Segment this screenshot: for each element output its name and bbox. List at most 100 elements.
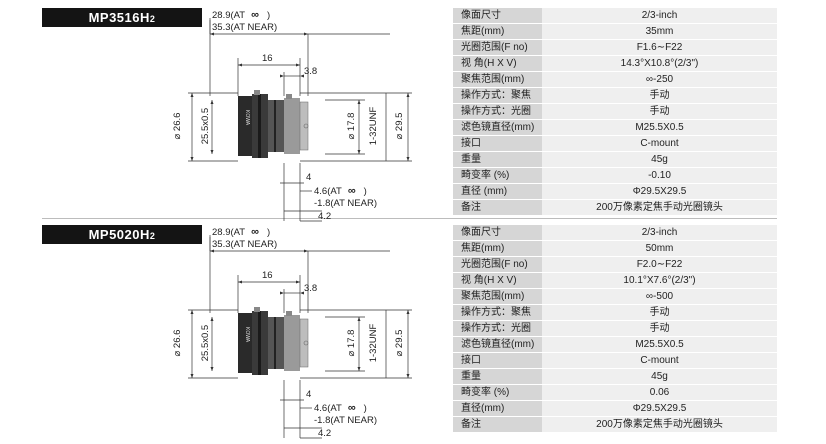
dimension-d38: 3.8 [304,66,317,77]
spec-label: 接口 [453,352,542,369]
spec-row: 畸变率 (%)-0.10 [453,167,777,184]
spec-value: M25.5X0.5 [542,119,777,136]
spec-value: C-mount [542,135,777,152]
spec-row: 直径 (mm)Φ29.5X29.5 [453,183,777,200]
dimension-d46-far: 4.6(AT [314,403,342,414]
dimension-d4: 4 [306,172,311,183]
spec-row: 操作方式：光圈手动 [453,320,777,337]
spec-value: 手动 [542,87,777,104]
dimension-d42: 4.2 [318,211,331,222]
spec-label: 直径 (mm) [453,183,542,200]
spec-row: 滤色镜直径(mm)M25.5X0.5 [453,119,777,136]
spec-label: 视 角(H X V) [453,55,542,72]
spec-label: 聚焦范围(mm) [453,71,542,88]
spec-value: 50mm [542,240,777,257]
spec-value: 45g [542,151,777,168]
spec-row: 焦距(mm)35mm [453,23,777,40]
dimension-d178: 17.8 [346,330,357,349]
spec-label: 操作方式：光圈 [453,320,542,337]
spec-row: 操作方式：聚焦手动 [453,304,777,321]
dimension-d46-sym: ∞ [348,402,356,414]
spec-value: 手动 [542,320,777,337]
spec-row: 视 角(H X V)10.1°X7.6°(2/3") [453,272,777,289]
spec-value: F2.0∼F22 [542,256,777,273]
spec-label: 像面尺寸 [453,8,542,24]
spec-value: -0.10 [542,167,777,184]
svg-text:4.6(AT∞): 4.6(AT ∞) [314,402,367,414]
spec-label: 光圈范围(F no) [453,256,542,273]
model-label: MP3516H2 [42,8,202,27]
spec-row: 光圈范围(F no)F1.6∼F22 [453,39,777,56]
dimension-overall-far-end: ) [267,227,270,238]
dimension-d266: 26.6 [172,330,183,349]
dimension-d18-near: -1.8(AT NEAR) [314,415,377,426]
spec-label: 滤色镜直径(mm) [453,336,542,353]
spec-value: 0.06 [542,384,777,401]
spec-row: 聚焦范围(mm)∞-250 [453,71,777,88]
dimension-d38: 3.8 [304,283,317,294]
spec-label: 直径(mm) [453,400,542,417]
svg-text:28.9(AT∞): 28.9(AT∞) [212,226,270,238]
spec-label: 操作方式：聚焦 [453,304,542,321]
svg-text:⌀ 26.6: ⌀ 26.6 [172,113,183,140]
dimension-d46-end: ) [364,403,367,414]
spec-value: 200万像素定焦手动光圈镜头 [542,416,777,433]
svg-text:⌀ 17.8: ⌀ 17.8 [346,113,357,140]
spec-value: 45g [542,368,777,385]
spec-row: 聚焦范围(mm)∞-500 [453,288,777,305]
dimension-unf: 1-32UNF [368,107,379,146]
spec-row: 焦距(mm)50mm [453,240,777,257]
dimension-d46-far: 4.6(AT [314,186,342,197]
dimension-d255: 25.5x0.5 [200,108,211,144]
dimension-d46-end: ) [364,186,367,197]
section-divider [42,218,777,219]
dimension-d178: 17.8 [346,113,357,132]
svg-text:⌀ 29.5: ⌀ 29.5 [394,113,405,140]
spec-label: 操作方式：光圈 [453,103,542,120]
spec-label: 像面尺寸 [453,225,542,241]
spec-value: 手动 [542,103,777,120]
spec-label: 操作方式：聚焦 [453,87,542,104]
dimension-brand: KOWA [244,110,250,126]
lens-body: KOWA [238,90,309,158]
spec-label: 焦距(mm) [453,23,542,40]
spec-value: M25.5X0.5 [542,336,777,353]
dimension-d4: 4 [306,389,311,400]
spec-label: 重量 [453,368,542,385]
spec-row: 操作方式：聚焦手动 [453,87,777,104]
spec-label: 重量 [453,151,542,168]
spec-value: 10.1°X7.6°(2/3") [542,272,777,289]
spec-label: 滤色镜直径(mm) [453,119,542,136]
svg-text:28.9(AT∞): 28.9(AT∞) [212,9,270,21]
dimension-overall-near: 35.3(AT NEAR) [212,239,277,250]
dimension-overall-far-sym: ∞ [251,9,259,21]
dimension-d16: 16 [262,53,273,64]
spec-label: 备注 [453,416,542,433]
spec-label: 备注 [453,199,542,216]
svg-text:⌀ 29.5: ⌀ 29.5 [394,330,405,357]
model-label: MP5020H2 [42,225,202,244]
spec-label: 焦距(mm) [453,240,542,257]
spec-row: 滤色镜直径(mm)M25.5X0.5 [453,336,777,353]
dimension-d16: 16 [262,270,273,281]
lens-dimension-drawing: KOWA 28.9(AT∞) 35.3(AT NEAR) 16 3.8 ⌀ 26… [172,9,412,222]
spec-label: 畸变率 (%) [453,167,542,184]
spec-row: 光圈范围(F no)F2.0∼F22 [453,256,777,273]
spec-label: 接口 [453,135,542,152]
spec-value: 2/3-inch [542,225,777,241]
spec-row: 畸变率 (%)0.06 [453,384,777,401]
spec-value: ∞-500 [542,288,777,305]
dimension-d295: 29.5 [394,330,405,349]
dimension-overall-far: 28.9(AT [212,10,245,21]
spec-label: 视 角(H X V) [453,272,542,289]
svg-text:4.6(AT∞): 4.6(AT ∞) [314,185,367,197]
lens-body: KOWA [238,307,309,375]
dimension-brand: KOWA [244,327,250,343]
dimension-d46-sym: ∞ [348,185,356,197]
